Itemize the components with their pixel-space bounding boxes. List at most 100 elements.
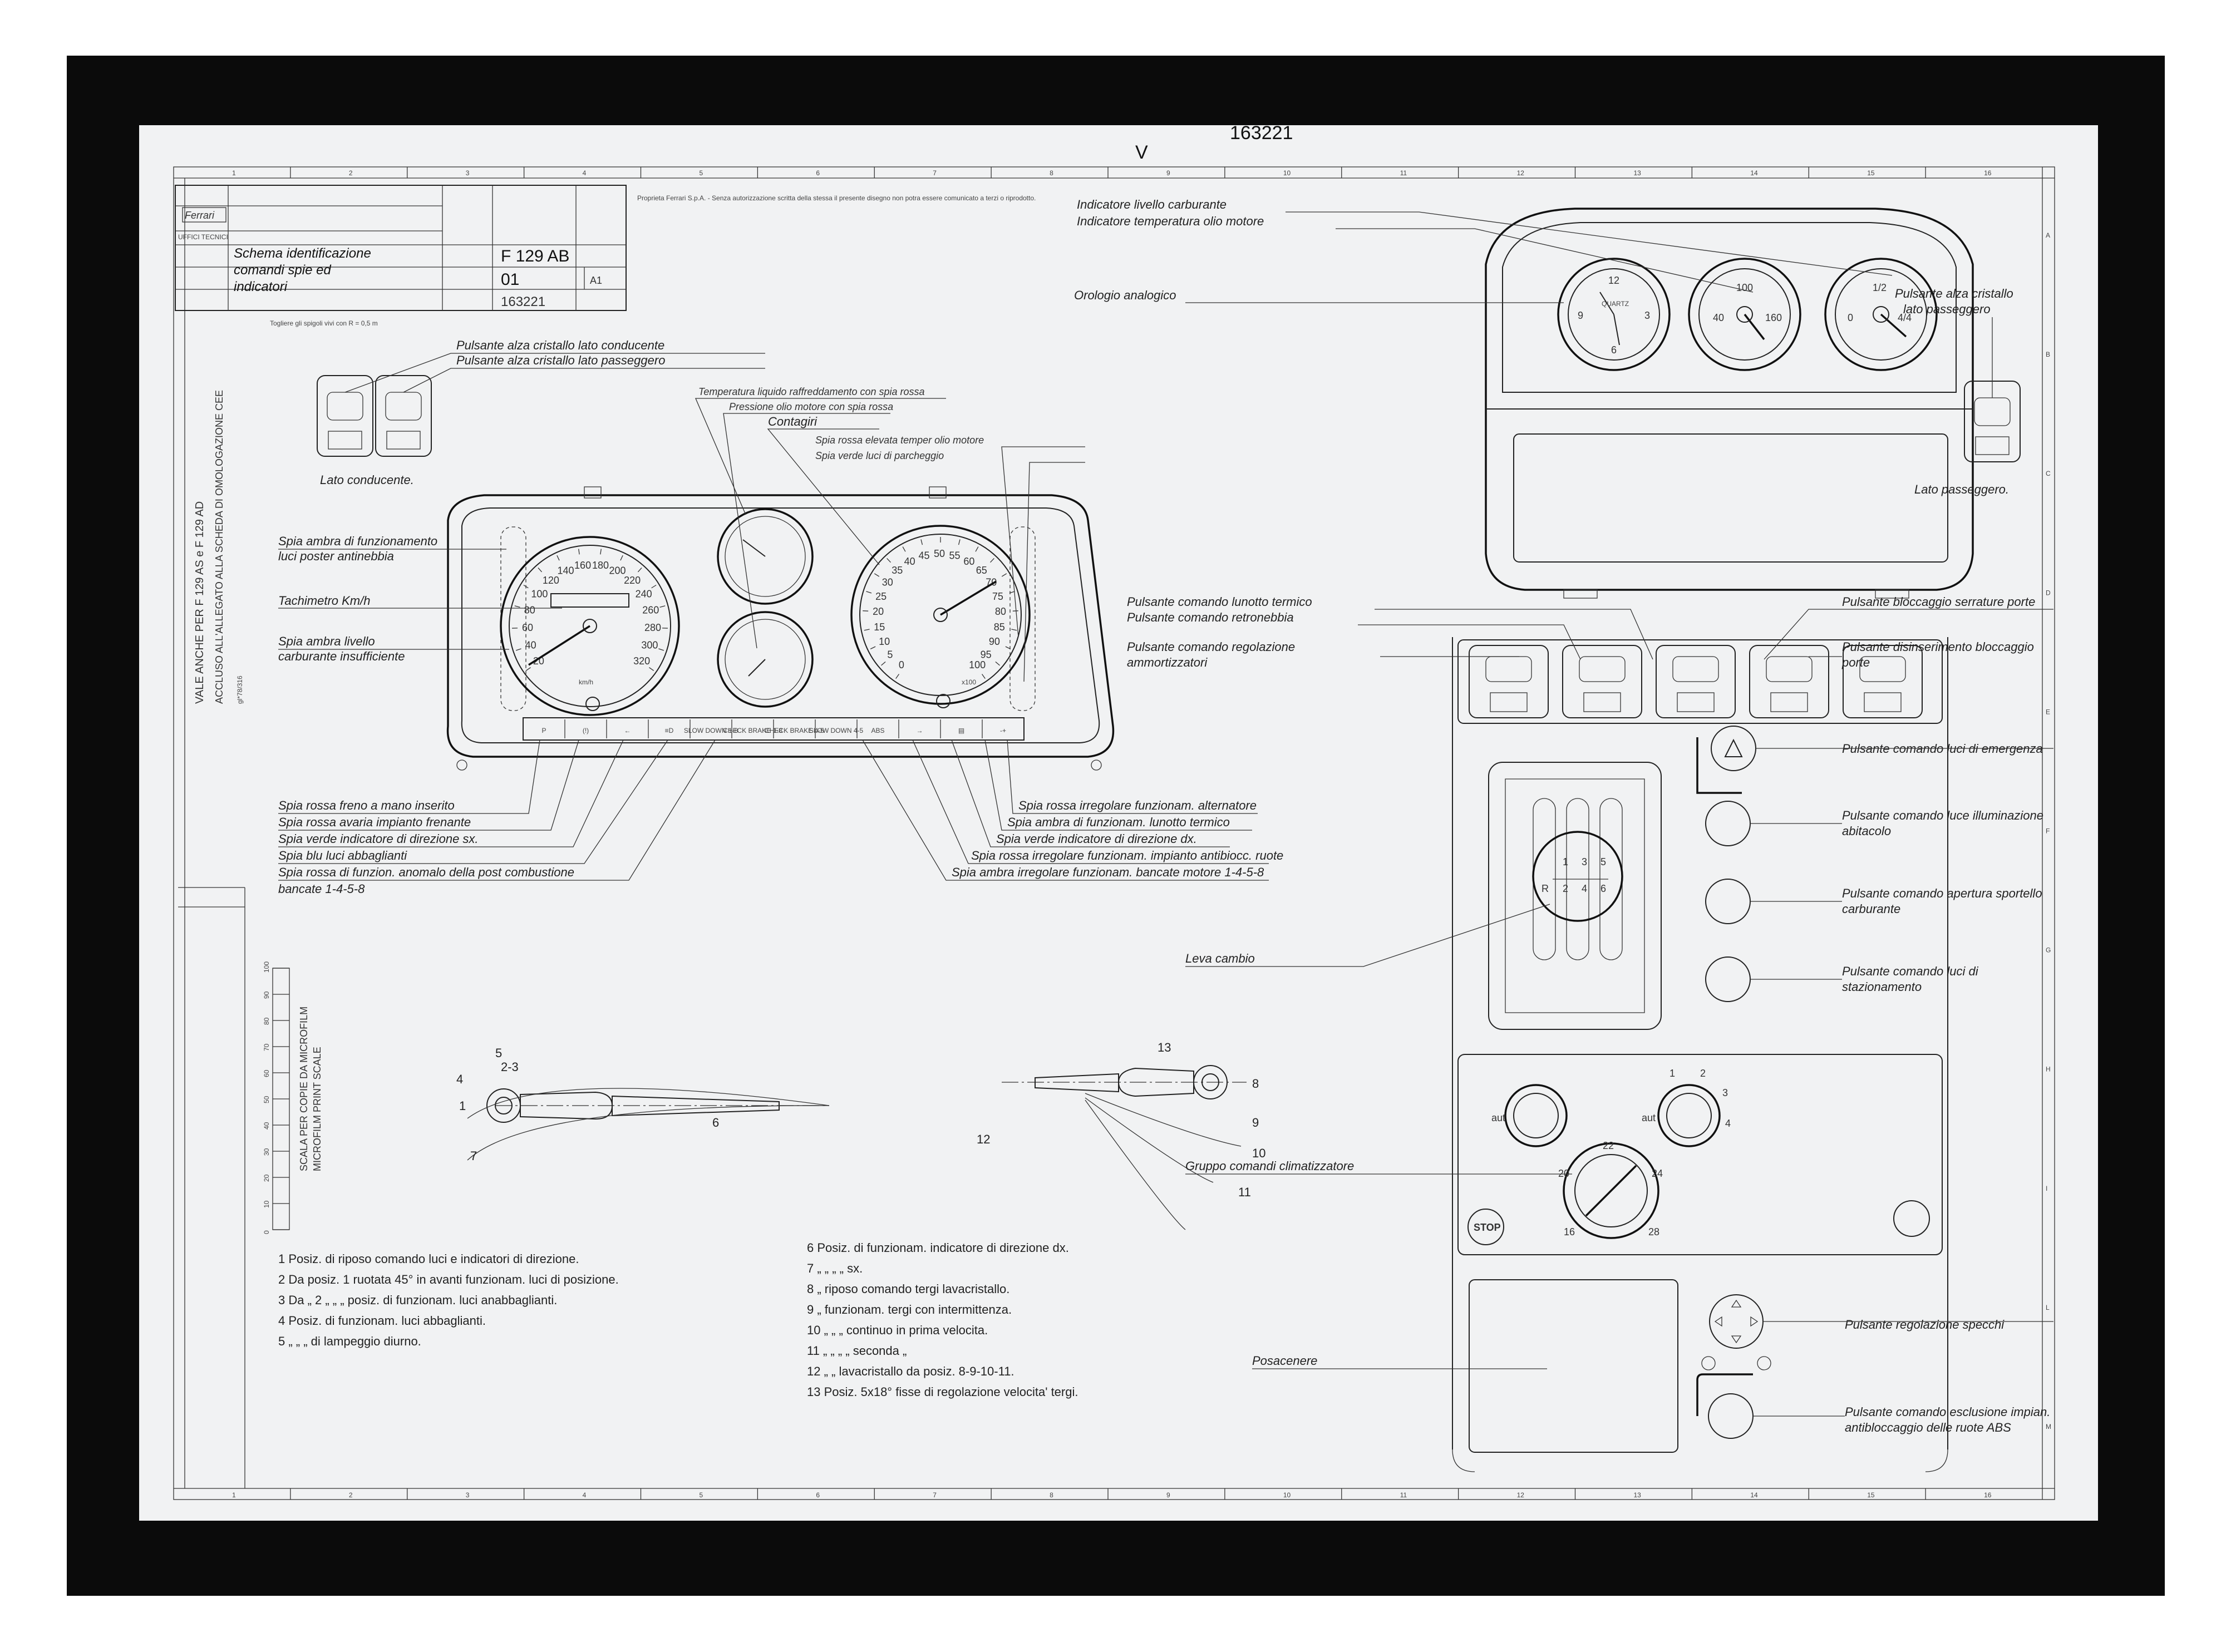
speedo-ticks-label: 180 xyxy=(592,560,609,571)
copyright-notice: Proprieta Ferrari S.p.A. - Senza autoriz… xyxy=(637,194,1036,202)
tacho-ticks-label: 0 xyxy=(899,659,904,670)
drawing-title-line3: indicatori xyxy=(234,279,288,294)
abs-off-button[interactable] xyxy=(1708,1393,1754,1439)
tacho-ticks-label: 10 xyxy=(879,636,890,647)
dept-label: UFFICI TECNICI xyxy=(178,233,228,241)
temperature-tick: 28 xyxy=(1648,1226,1659,1237)
grid-row-I: I xyxy=(2046,1185,2047,1192)
driver-window-switches: Lato conducente. Pulsante alza cristallo… xyxy=(317,338,765,487)
tacho-ticks-label: 90 xyxy=(989,636,1000,647)
console-pod-labels: Indicatore livello carburante Indicatore… xyxy=(1074,198,1893,303)
console-rocker-switch[interactable] xyxy=(1656,645,1736,718)
parking-light-button[interactable] xyxy=(1705,956,1751,1002)
label-fuel-low-2: carburante insufficiente xyxy=(278,649,405,663)
stalk-right-number: 10 xyxy=(1252,1146,1265,1160)
grid-row-H: H xyxy=(2046,1066,2051,1073)
label-fuel-flap-2: carburante xyxy=(1842,902,1900,916)
cabin-light-button[interactable] xyxy=(1705,801,1751,846)
legend-item: 6 Posiz. di funzionam. indicatore di dir… xyxy=(807,1241,1069,1255)
legend-item: 13 Posiz. 5x18° fisse di regolazione vel… xyxy=(807,1385,1078,1399)
climate-left-aut: aut xyxy=(1491,1112,1505,1123)
label-door-unlock-2: porte xyxy=(1841,655,1870,669)
scale-tick-100: 100 xyxy=(263,961,270,973)
gear-position: 6 xyxy=(1600,883,1606,894)
scale-tick-90: 90 xyxy=(263,991,270,999)
gear-gate xyxy=(1488,762,1662,1030)
label-fog-button: Pulsante comando retronebbia xyxy=(1127,610,1294,624)
warning-lamp: CHECK BRAKE 4-5 xyxy=(765,727,824,734)
fan-speed-tick: 1 xyxy=(1670,1068,1675,1079)
oil-pressure-gauge xyxy=(717,508,814,605)
fan-speed-knob[interactable] xyxy=(1657,1084,1721,1147)
console-rocker-switch[interactable] xyxy=(1843,645,1923,718)
warning-lamp: CHECK BRAKE 1-8 xyxy=(723,727,782,734)
legend-item: 2 Da posiz. 1 ruotata 45° in avanti funz… xyxy=(278,1273,619,1286)
speedo-ticks-label: 300 xyxy=(641,640,658,651)
speedo-ticks-label: 140 xyxy=(558,565,574,576)
label-window-passenger-right: Pulsante alza cristallo xyxy=(1895,287,2013,300)
fuel-flap-button[interactable] xyxy=(1705,879,1751,924)
fuel-level-gauge xyxy=(1824,258,1938,371)
coolant-temp-gauge xyxy=(717,611,814,708)
label-oil-temp: Indicatore temperatura olio motore xyxy=(1077,214,1264,228)
label-door-lock: Pulsante bloccaggio serrature porte xyxy=(1842,595,2035,609)
grid-row-M: M xyxy=(2046,1423,2051,1431)
fan-speed-tick: aut xyxy=(1642,1112,1656,1123)
temperature-tick: 20 xyxy=(1558,1168,1569,1179)
grid-col-bottom-3: 3 xyxy=(466,1491,470,1499)
label-parking-light-2: stazionamento xyxy=(1842,980,1922,994)
temperature-tick: 24 xyxy=(1652,1168,1663,1179)
label-oil-pressure: Pressione olio motore con spia rossa xyxy=(729,401,893,412)
stop-button[interactable] xyxy=(1467,1209,1504,1245)
passenger-window-switch: Lato passeggero. Pulsante alza cristallo… xyxy=(1895,287,2021,496)
legend-item: 4 Posiz. di funzionam. luci abbaglianti. xyxy=(278,1314,486,1328)
scale-tick-50: 50 xyxy=(263,1096,270,1103)
warning-lamp: ← xyxy=(624,727,631,734)
label-parking-light: Pulsante comando luci di xyxy=(1842,964,1979,978)
console-rocker-switch[interactable] xyxy=(1749,645,1829,718)
legend-item: 7 „ „ „ „ sx. xyxy=(807,1261,863,1275)
fuel-tick-0: 0 xyxy=(1848,312,1853,323)
recirculation-button[interactable] xyxy=(1893,1200,1930,1237)
oil-tick-160: 160 xyxy=(1765,312,1782,323)
grid-row-B: B xyxy=(2046,351,2050,358)
lamp-labels-right: Spia rossa irregolare funzionam. alterna… xyxy=(862,739,1283,881)
tacho-ticks-label: 55 xyxy=(949,550,961,561)
scale-subtitle: MICROFILM PRINT SCALE xyxy=(312,1047,323,1171)
label-window-passenger-right-2: lato passeggero xyxy=(1903,302,1991,316)
lamp-labels-left: Spia rossa freno a mano inserito Spia ro… xyxy=(278,739,716,896)
grid-col-bottom-15: 15 xyxy=(1867,1491,1875,1499)
climate-left-knob[interactable] xyxy=(1504,1084,1568,1147)
speedo-unit: km/h xyxy=(579,678,593,686)
warning-lamp: ▤ xyxy=(958,727,964,734)
stalk-right-number: 8 xyxy=(1252,1077,1259,1091)
warning-lamp: SLOW DOWN 4-5 xyxy=(809,727,864,734)
legend-item: 5 „ „ „ di lampeggio diurno. xyxy=(278,1334,421,1348)
temperature-knob[interactable] xyxy=(1563,1142,1659,1239)
speedo-ticks-label: 100 xyxy=(531,588,548,599)
analog-clock xyxy=(1557,258,1671,371)
scale-tick-60: 60 xyxy=(263,1069,270,1077)
hazard-button[interactable] xyxy=(1711,726,1756,771)
tacho-ticks-label: 45 xyxy=(918,550,929,561)
label-mirror: Pulsante regolazione specchi xyxy=(1845,1318,2005,1332)
tacho-ticks-label: 75 xyxy=(992,591,1003,602)
ashtray[interactable] xyxy=(1469,1279,1678,1453)
mirror-joystick[interactable] xyxy=(1709,1294,1764,1349)
grid-col-top-10: 10 xyxy=(1283,169,1291,177)
edge-notes: VALE ANCHE PER F 129 AS e F 129 AD ACCLU… xyxy=(178,319,378,1488)
tacho-ticks-label: 20 xyxy=(873,606,884,617)
console-rocker-switch[interactable] xyxy=(1562,645,1642,718)
label-afterburn-2: bancate 1-4-5-8 xyxy=(278,882,365,896)
top-drawing-stamp: 163221 xyxy=(1230,125,1293,144)
console-rocker-switch[interactable] xyxy=(1469,645,1549,718)
legend-item: 12 „ „ lavacristallo da posiz. 8-9-10-11… xyxy=(807,1364,1014,1378)
label-gear-lever: Leva cambio xyxy=(1185,951,1255,965)
label-damper-button: Pulsante comando regolazione xyxy=(1127,640,1295,654)
drawing-title-line2: comandi spie ed xyxy=(234,263,331,278)
gear-knob xyxy=(1532,831,1623,922)
